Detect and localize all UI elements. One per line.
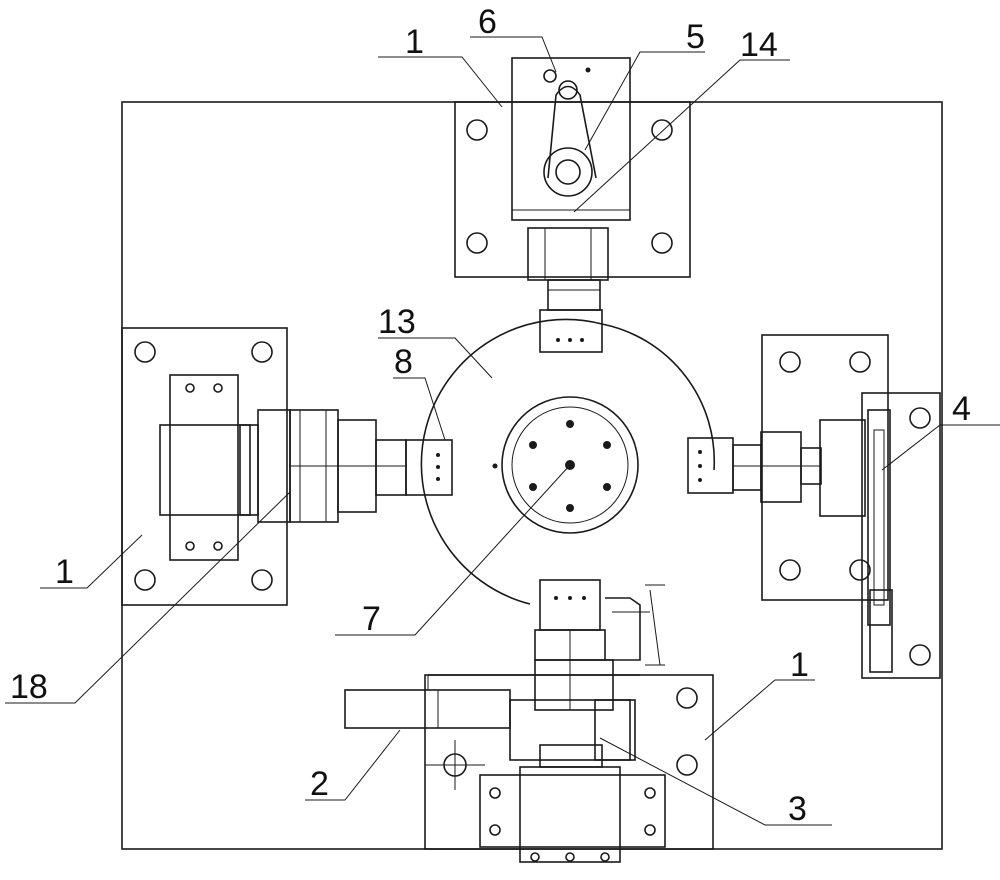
right-spring [869, 589, 893, 673]
label-part-1-left: 1 [55, 553, 74, 591]
right-station [687, 334, 941, 679]
label-part-5: 5 [686, 18, 705, 56]
bottom-gripper [539, 579, 601, 631]
bolt-hole [651, 119, 673, 141]
bolt-hole [134, 341, 156, 363]
label-part-3: 3 [788, 790, 807, 828]
bolt-hole [676, 754, 698, 776]
bolt-hole [466, 119, 488, 141]
bottom-mount-plate [424, 674, 714, 850]
bolt-hole [134, 569, 156, 591]
left-station [121, 327, 453, 606]
top-coupling [527, 227, 609, 281]
label-part-4: 4 [952, 390, 971, 428]
left-motor [169, 374, 239, 561]
left-mount-plate [121, 327, 288, 606]
bolt-hole [779, 351, 801, 373]
crank-arm [547, 85, 597, 179]
bolt-hole [651, 232, 673, 254]
bolt-hole [251, 569, 273, 591]
small-pin [543, 69, 557, 83]
left-coupling [257, 409, 291, 523]
turntable [420, 318, 716, 605]
left-gripper [405, 439, 453, 496]
bolt-hole [466, 232, 488, 254]
top-mount-plate [454, 101, 691, 278]
right-gripper [687, 437, 734, 494]
bolt-hole [251, 341, 273, 363]
label-part-8: 8 [394, 343, 413, 381]
label-part-1-bottom: 1 [790, 646, 809, 684]
center-hub [501, 396, 639, 534]
label-part-1-top: 1 [405, 23, 424, 61]
leader-lines [5, 36, 1000, 826]
right-rail-assembly [861, 392, 941, 679]
label-part-14: 14 [740, 26, 778, 64]
bolt-hole [849, 559, 871, 581]
bolt-hole [779, 559, 801, 581]
label-part-18: 18 [10, 668, 48, 706]
bolt-hole [849, 351, 871, 373]
base-plate [121, 101, 943, 850]
label-part-13: 13 [378, 303, 416, 341]
bottom-station [344, 579, 714, 863]
part-labels: 1 6 5 14 13 8 4 1 7 18 1 2 3 [10, 3, 971, 828]
conveyor-belt [344, 689, 511, 729]
right-mount-plate [761, 334, 889, 601]
turntable-outline [420, 318, 603, 605]
label-part-7: 7 [362, 600, 381, 638]
bottom-motor [479, 774, 666, 848]
label-part-2: 2 [310, 765, 329, 803]
top-gripper [539, 309, 603, 353]
bolt-hole [676, 687, 698, 709]
top-motor-housing [511, 57, 631, 221]
drive-wheel [543, 147, 593, 197]
bolt-hole [909, 644, 931, 666]
label-part-6: 6 [478, 3, 497, 41]
crank-pin [558, 80, 578, 100]
bolt-hole [909, 407, 931, 429]
top-station [454, 57, 691, 353]
